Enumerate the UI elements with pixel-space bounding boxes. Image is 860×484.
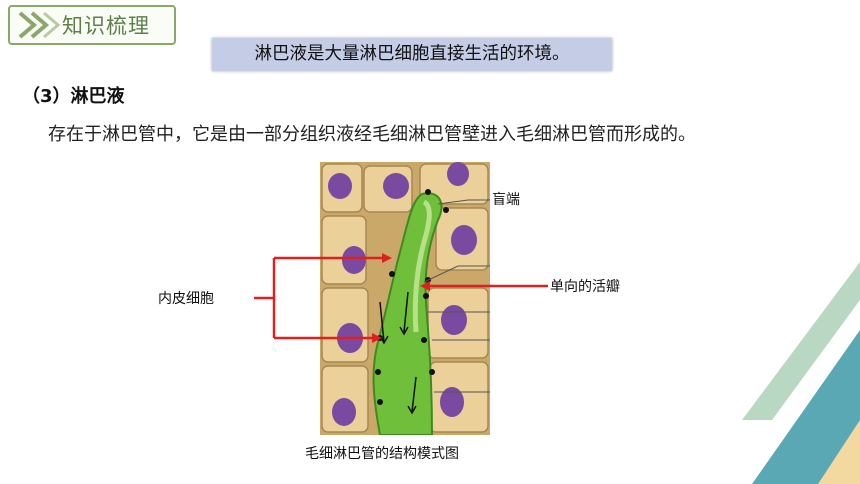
highlight-note: 淋巴液是大量淋巴细胞直接生活的环境。 — [212, 38, 612, 71]
section-heading: （3）淋巴液 — [22, 86, 125, 107]
body-paragraph: 存在于淋巴管中，它是由一部分组织液经毛细淋巴管壁进入毛细淋巴管而形成的。 — [48, 124, 696, 145]
cell-nuclei — [328, 162, 477, 426]
cell-junction-dots — [375, 189, 449, 405]
double-chevron-icon — [18, 11, 61, 39]
section-tag-label: 知识梳理 — [62, 14, 150, 38]
section-tag: 知识梳理 — [8, 5, 176, 45]
flow-arrows — [379, 291, 417, 415]
label-endothelial-cell: 内皮细胞 — [158, 291, 214, 307]
label-blind-end: 盲端 — [492, 192, 520, 208]
lymph-capillary-diagram — [320, 162, 490, 435]
figure-caption: 毛细淋巴管的结构模式图 — [305, 446, 459, 462]
lymph-capillary — [372, 192, 443, 435]
label-one-way-valve: 单向的活瓣 — [550, 279, 620, 295]
